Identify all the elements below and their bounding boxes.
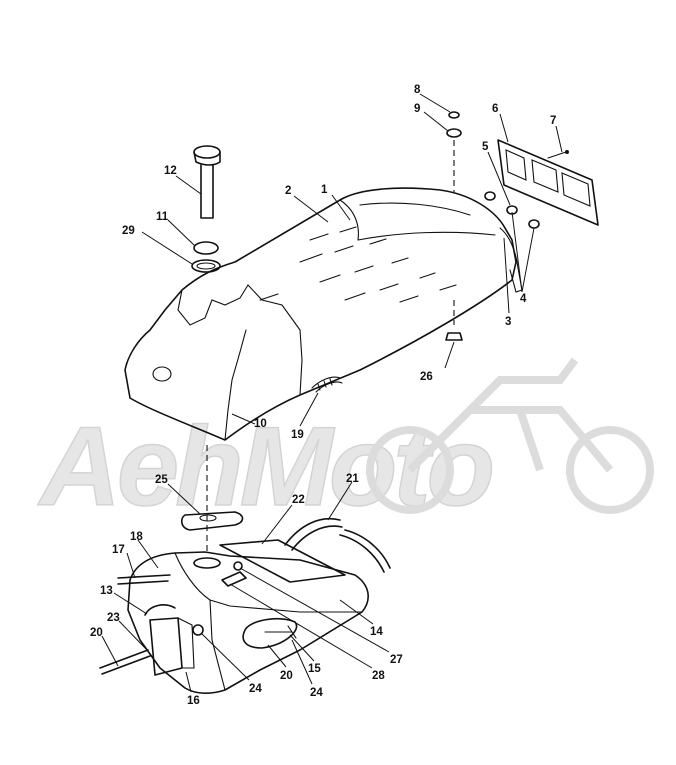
fuel-tank	[99, 551, 369, 694]
seat-assembly	[124, 187, 523, 441]
washer-icon	[446, 128, 462, 138]
callout-16: 16	[187, 695, 200, 707]
bulb-icon	[528, 219, 540, 229]
seat-side-hole	[152, 366, 172, 382]
callout-19: 19	[291, 429, 304, 441]
filler-boss	[193, 557, 221, 569]
taillight-screw	[547, 151, 567, 159]
callout-29: 29	[122, 225, 135, 237]
callout-24-right: 24	[310, 687, 323, 699]
hose-clamp	[144, 604, 176, 616]
sender-nut-icon	[233, 561, 243, 571]
fuel-cap-assembly	[191, 145, 221, 273]
callout-20-left: 20	[90, 627, 103, 639]
bumper-icon	[445, 332, 463, 341]
seat-hump	[339, 199, 496, 241]
fuel-pump-bracket	[149, 617, 183, 676]
tank-body	[127, 551, 369, 694]
callout-25: 25	[155, 474, 168, 486]
taillight-lens	[497, 139, 599, 226]
callout-11: 11	[156, 211, 169, 223]
seat-hinge	[311, 376, 343, 393]
grommet-plate	[180, 511, 244, 531]
callout-10: 10	[254, 418, 267, 430]
callout-labels: 1 2 3 4 5 6 7 8 9 10 11 12 13 14 15 16 1…	[90, 84, 556, 707]
callout-12: 12	[164, 165, 177, 177]
heat-shield	[219, 539, 346, 583]
fuel-sender	[221, 571, 247, 587]
gasket-icon	[193, 241, 219, 255]
callout-27: 27	[390, 654, 403, 666]
callout-7: 7	[550, 115, 556, 127]
callout-26: 26	[420, 371, 433, 383]
fuel-line	[99, 649, 151, 675]
callout-14: 14	[370, 626, 383, 638]
callout-1: 1	[321, 184, 328, 196]
callout-23: 23	[107, 612, 120, 624]
callout-15: 15	[308, 663, 321, 675]
callout-24-left: 24	[249, 683, 262, 695]
fuel-cap-icon	[193, 145, 221, 159]
taillight-assembly	[484, 139, 599, 229]
filler-neck	[200, 164, 214, 219]
watermark: AehMoto	[36, 357, 654, 530]
callout-3: 3	[505, 316, 511, 328]
callout-4: 4	[520, 293, 527, 305]
leader-lines	[101, 93, 563, 693]
nut-icon	[448, 111, 460, 119]
tank-straps	[284, 518, 391, 573]
seat-body	[124, 187, 517, 441]
seat-base-cutaway	[177, 284, 301, 331]
callout-22: 22	[292, 494, 305, 506]
callout-18: 18	[130, 531, 143, 543]
callout-17: 17	[112, 544, 125, 556]
callout-9: 9	[414, 103, 420, 115]
fuel-gauge-window	[242, 618, 298, 649]
callout-8: 8	[414, 84, 421, 96]
fitting-icon	[192, 624, 204, 636]
watermark-text: AehMoto	[37, 404, 492, 529]
bulb-icon	[484, 191, 496, 201]
callout-21: 21	[346, 473, 359, 485]
motorcycle-watermark-icon	[366, 357, 654, 514]
callout-6: 6	[492, 103, 498, 115]
fuel-hose	[117, 574, 171, 585]
callout-20-right: 20	[280, 670, 293, 682]
ring-icon	[191, 259, 221, 273]
hardware-top	[445, 111, 463, 341]
callout-2: 2	[285, 185, 291, 197]
callout-13: 13	[100, 585, 113, 597]
callout-5: 5	[482, 141, 489, 153]
callout-28: 28	[372, 670, 385, 682]
